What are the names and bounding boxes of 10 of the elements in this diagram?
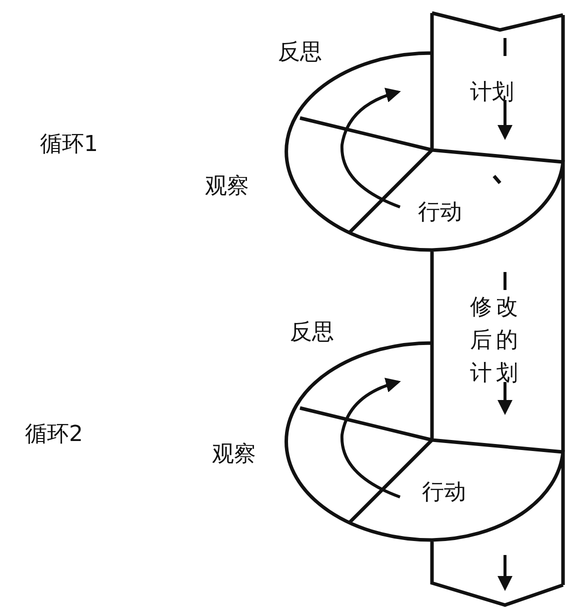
cycle-label: 循环2 (25, 421, 83, 449)
step-label: 修改后的计划 (470, 294, 523, 388)
observe-label: 观察 (212, 441, 256, 469)
action-label: 行动 (418, 199, 462, 227)
action-label: 行动 (422, 479, 466, 507)
observe-label: 观察 (205, 173, 249, 201)
step-label: 计划 (470, 79, 514, 107)
reflect-label: 反思 (290, 319, 334, 347)
cycle-label: 循环1 (40, 131, 98, 159)
reflect-label: 反思 (278, 39, 322, 67)
